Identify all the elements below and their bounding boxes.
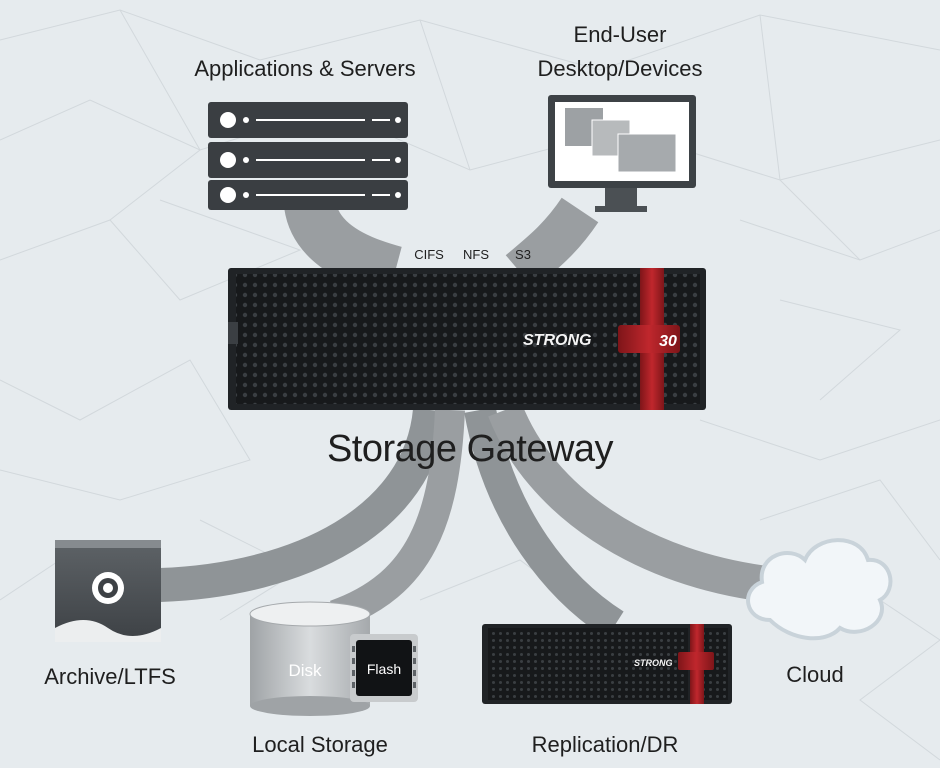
gateway-badge-text: 30	[659, 333, 677, 350]
protocol-s3: S3	[515, 247, 531, 262]
desktop-monitor-icon	[548, 95, 696, 212]
label-end-user-line1: End-User	[573, 22, 667, 47]
ribbon-enduser-to-gateway	[505, 197, 599, 289]
flash-label: Flash	[367, 661, 401, 677]
label-end-user-line2: Desktop/Devices	[537, 56, 703, 81]
protocol-nfs: NFS	[463, 247, 489, 262]
storage-gateway-appliance	[228, 268, 706, 410]
replication-brand-text: STRONG	[634, 658, 673, 668]
label-cloud: Cloud	[786, 662, 844, 687]
ribbon-gateway-to-archive	[159, 407, 447, 602]
server-stack-icon	[208, 102, 408, 210]
ribbon-apps-to-gateway	[284, 199, 403, 298]
replication-appliance	[482, 624, 732, 704]
flash-chip-icon	[350, 634, 418, 702]
archive-tape-icon	[55, 540, 161, 642]
cloud-icon	[746, 538, 893, 641]
diagram-title: Storage Gateway	[326, 428, 614, 470]
label-replication-dr: Replication/DR	[531, 732, 679, 757]
label-archive-ltfs: Archive/LTFS	[44, 664, 176, 689]
connector-ribbons	[159, 197, 777, 639]
ribbon-gateway-to-cloud	[488, 403, 777, 603]
label-local-storage: Local Storage	[252, 732, 388, 757]
protocol-cifs: CIFS	[414, 247, 444, 262]
gateway-brand-text: STRONG	[523, 332, 591, 349]
ribbon-gateway-to-local	[329, 409, 465, 630]
ribbon-gateway-to-replication	[464, 407, 624, 639]
background-mesh	[0, 9, 940, 761]
label-applications-servers: Applications & Servers	[194, 56, 416, 81]
disk-label: Disk	[288, 661, 322, 680]
